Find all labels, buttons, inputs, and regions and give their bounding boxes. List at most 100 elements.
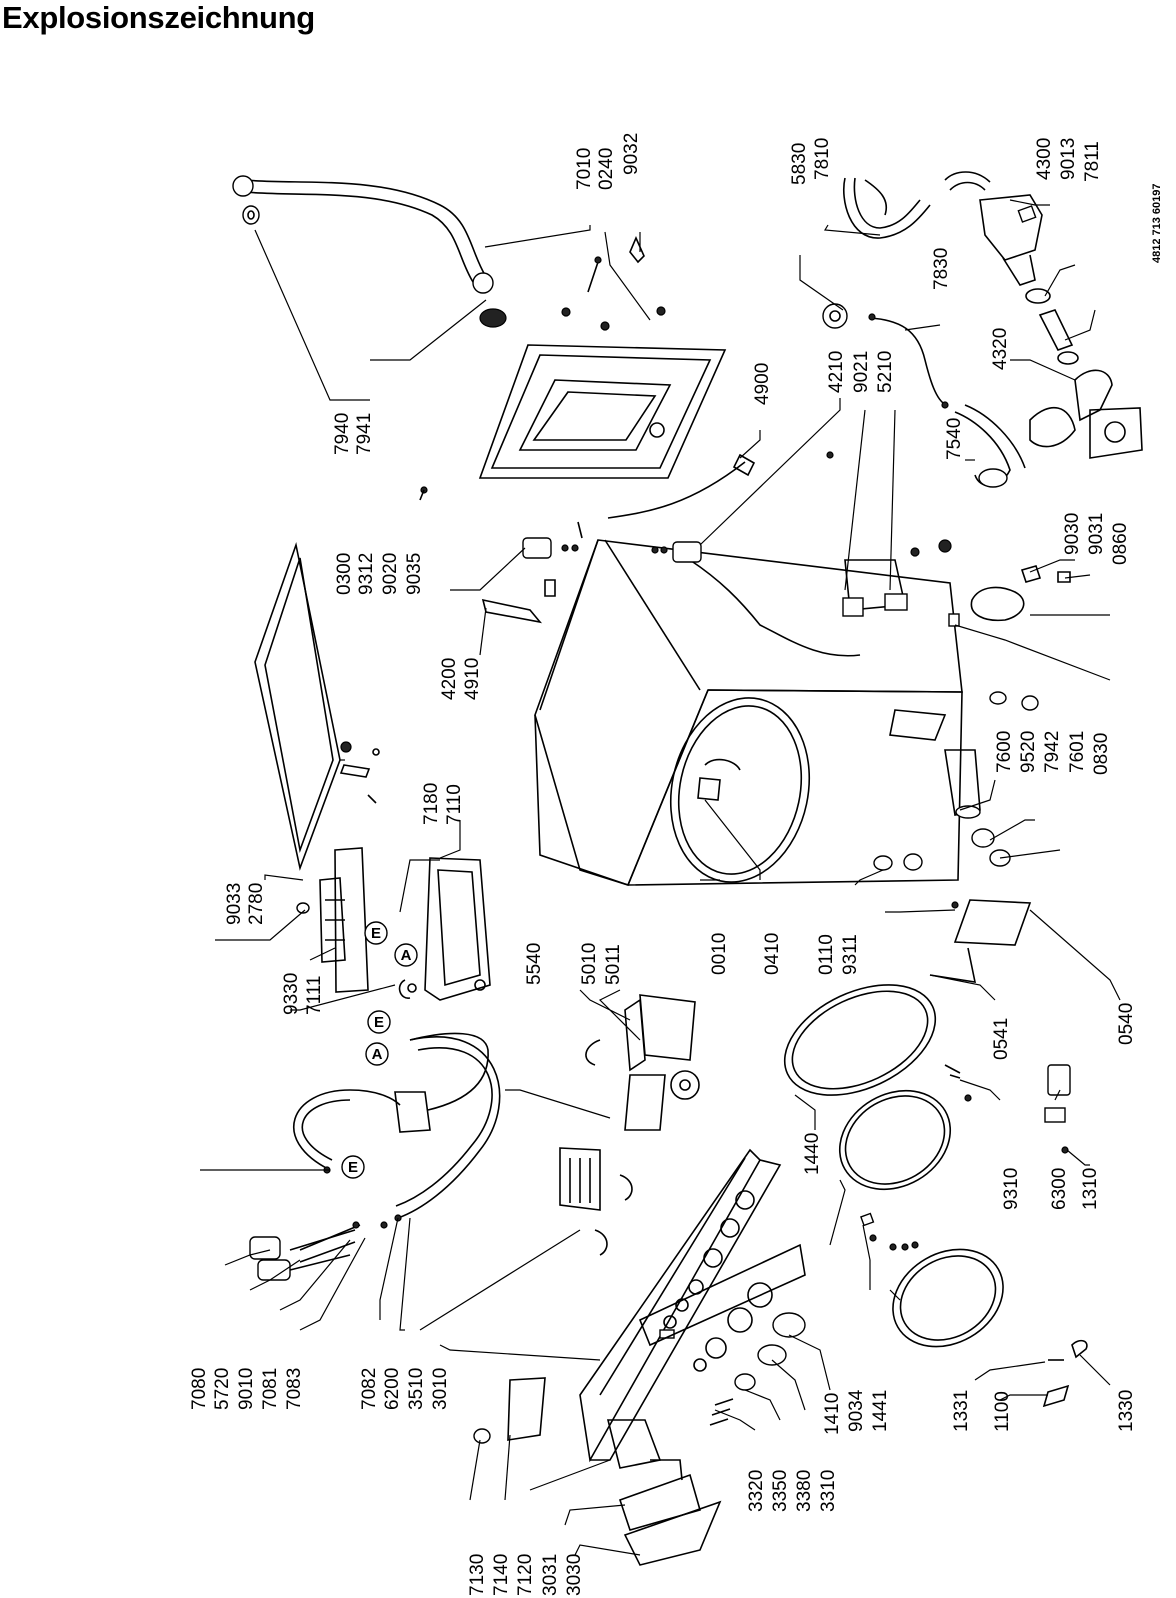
label-7941: 7941 — [354, 413, 375, 455]
label-4210: 4210 — [826, 351, 847, 393]
label-1330: 1330 — [1116, 1390, 1137, 1432]
filter-7941 — [479, 308, 507, 328]
label-7120: 7120 — [515, 1554, 536, 1596]
label-3510: 3510 — [406, 1368, 427, 1410]
label-9312: 9312 — [356, 553, 377, 595]
label-9020: 9020 — [380, 553, 401, 595]
label-0540: 0540 — [1116, 1003, 1137, 1045]
label-7600: 7600 — [994, 731, 1015, 773]
label-0010: 0010 — [709, 933, 730, 975]
hose-7080 — [292, 1032, 489, 1174]
label-0300: 0300 — [334, 553, 355, 595]
label-5210: 5210 — [875, 351, 896, 393]
label-6200: 6200 — [382, 1368, 403, 1410]
door-gasket-1440 — [783, 984, 937, 1096]
switches-5540 — [559, 1147, 633, 1256]
label-doc-code: 4812 713 60197 — [1151, 183, 1163, 263]
label-1310: 1310 — [1080, 1168, 1101, 1210]
bellows-hose-7540 — [954, 404, 1026, 488]
label-7810: 7810 — [812, 138, 833, 180]
inlet-hose-7010 — [232, 175, 494, 294]
small-parts-9312-9020-9035 — [339, 486, 428, 804]
label-3350: 3350 — [770, 1470, 791, 1512]
label-3320: 3320 — [746, 1470, 767, 1512]
label-4300: 4300 — [1034, 138, 1055, 180]
capacitor-4210 — [577, 451, 834, 563]
label-7540: 7540 — [944, 418, 965, 460]
marker-e-2: E — [367, 1010, 391, 1034]
clamp-9013 — [1025, 288, 1051, 304]
module-9021-5210 — [842, 539, 952, 617]
bracket-4910 — [481, 579, 556, 624]
label-9311: 9311 — [840, 934, 861, 975]
dispenser-housing-7110 — [424, 857, 491, 1001]
drawer-7120 — [606, 1419, 722, 1566]
label-9031: 9031 — [1086, 513, 1107, 555]
label-4900: 4900 — [752, 363, 773, 405]
top-cover-0300 — [254, 542, 341, 871]
marker-a-2: A — [365, 1042, 389, 1066]
label-7180: 7180 — [421, 783, 442, 825]
control-panel-3010 — [579, 1148, 782, 1463]
handle-1330-1331-1100 — [1042, 1339, 1088, 1408]
marker-e-1: E — [364, 921, 388, 945]
clamp-ring-1410 — [838, 1089, 952, 1191]
service-flap-0540 — [929, 899, 1032, 983]
washer-7940 — [242, 205, 260, 225]
hose-7810 — [843, 177, 931, 239]
label-9032: 9032 — [621, 133, 642, 175]
marker-e-2-text: E — [374, 1014, 384, 1031]
cabinet-0010 — [534, 539, 963, 886]
label-5011: 5011 — [603, 944, 624, 985]
label-9021: 9021 — [851, 351, 872, 393]
label-7940: 7940 — [332, 413, 353, 455]
top-lid-0240 — [478, 344, 727, 479]
label-7942: 7942 — [1042, 731, 1063, 773]
label-5010: 5010 — [579, 943, 600, 985]
screws-9032 — [561, 236, 666, 331]
label-7110: 7110 — [444, 784, 465, 825]
label-9013: 9013 — [1058, 138, 1079, 180]
label-4910: 4910 — [462, 658, 483, 700]
label-1441: 1441 — [870, 1390, 891, 1432]
label-7080: 7080 — [189, 1368, 210, 1410]
label-0110: 0110 — [816, 934, 837, 975]
label-5720: 5720 — [212, 1368, 233, 1410]
marker-e-3-text: E — [348, 1159, 358, 1176]
part-labels: 7010 0240 9032 5830 7810 4300 9013 7811 … — [189, 133, 1163, 1596]
pump-housing-4300 — [944, 171, 1043, 286]
label-7601: 7601 — [1067, 731, 1088, 773]
hose-7082 — [395, 1036, 501, 1219]
marker-e-1-text: E — [371, 925, 381, 942]
seal-9033 — [296, 902, 310, 914]
label-9330: 9330 — [281, 973, 302, 1015]
hinge-9310-6300-1310 — [944, 1064, 1071, 1154]
foot-9520 — [989, 691, 1039, 711]
knobs-3310-3380-3350-3320 — [709, 1312, 806, 1426]
label-4200: 4200 — [439, 658, 460, 700]
label-0541: 0541 — [991, 1018, 1012, 1060]
label-7111: 7111 — [304, 976, 325, 1015]
label-1331: 1331 — [951, 1390, 972, 1432]
label-7081: 7081 — [260, 1368, 281, 1410]
gasket-ring-0860 — [970, 586, 1025, 622]
sump-4320 — [1029, 369, 1143, 459]
cap-7942-7601 — [971, 828, 1011, 867]
label-0830: 0830 — [1091, 733, 1112, 775]
screws-9034 — [860, 1212, 919, 1251]
leader-lines — [200, 199, 1121, 1556]
label-7130: 7130 — [467, 1554, 488, 1596]
marker-e-3: E — [341, 1155, 365, 1179]
label-7830: 7830 — [931, 248, 952, 290]
module-5010 — [585, 994, 700, 1131]
label-5830: 5830 — [789, 143, 810, 185]
door-catch-9030-9031 — [1020, 565, 1071, 583]
label-1100: 1100 — [992, 1391, 1013, 1432]
label-2780: 2780 — [246, 883, 267, 925]
label-3310: 3310 — [818, 1470, 839, 1512]
dispenser-cover-7111 — [319, 847, 369, 993]
label-9310: 9310 — [1001, 1168, 1022, 1210]
filter-7600 — [944, 749, 981, 819]
lock-0830 — [948, 613, 960, 627]
